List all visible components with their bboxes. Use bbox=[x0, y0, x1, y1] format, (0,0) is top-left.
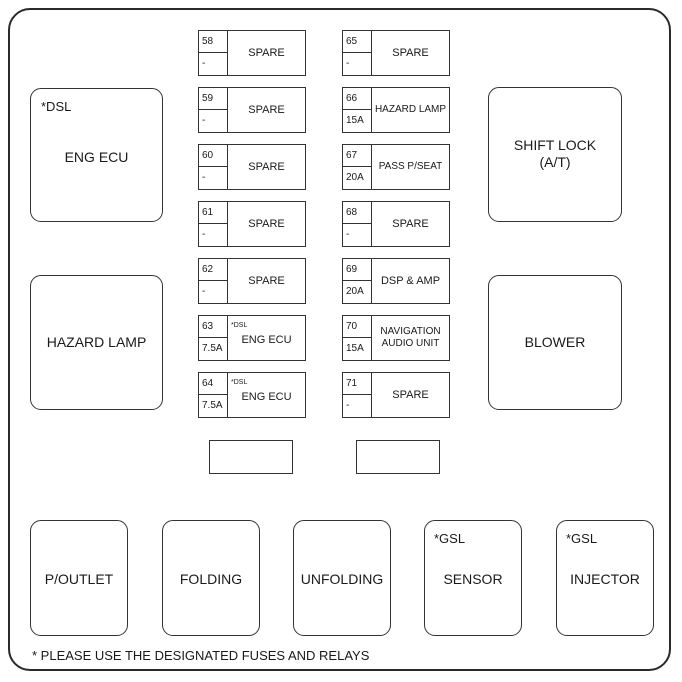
fuse-60: 60 - SPARE bbox=[198, 144, 306, 190]
fuse-name: PASS P/SEAT bbox=[378, 161, 443, 172]
relay-label: HAZARD LAMP bbox=[46, 334, 147, 350]
fuse-name: ENG ECU bbox=[241, 391, 292, 403]
fuse-69: 69 20A DSP & AMP bbox=[342, 258, 450, 304]
relay-label: SHIFT LOCK bbox=[513, 137, 597, 153]
fuse-note: *DSL bbox=[231, 322, 248, 329]
relay-eng-ecu: *DSL ENG ECU bbox=[30, 88, 163, 222]
fuse-name: SPARE bbox=[248, 161, 285, 173]
relay-folding: FOLDING bbox=[162, 520, 260, 636]
fuse-box-panel bbox=[8, 8, 671, 671]
relay-label: FOLDING bbox=[179, 571, 243, 587]
relay-label: UNFOLDING bbox=[300, 571, 384, 587]
fuse-number: 71 bbox=[343, 373, 372, 395]
empty-slot-left bbox=[209, 440, 293, 474]
fuse-61: 61 - SPARE bbox=[198, 201, 306, 247]
fuse-amperage: - bbox=[343, 395, 372, 417]
fuse-amperage: 15A bbox=[343, 110, 372, 132]
fuse-name: SPARE bbox=[392, 47, 429, 59]
relay-p-outlet: P/OUTLET bbox=[30, 520, 128, 636]
fuse-amperage: - bbox=[199, 281, 228, 303]
fuse-name: SPARE bbox=[392, 389, 429, 401]
relay-sensor: *GSL SENSOR bbox=[424, 520, 522, 636]
fuse-name: ENG ECU bbox=[241, 334, 292, 346]
fuse-70: 70 15A NAVIGATION AUDIO UNIT bbox=[342, 315, 450, 361]
fuse-number: 62 bbox=[199, 259, 228, 281]
fuse-number: 58 bbox=[199, 31, 228, 53]
fuse-71: 71 - SPARE bbox=[342, 372, 450, 418]
fuse-number: 61 bbox=[199, 202, 228, 224]
relay-label: P/OUTLET bbox=[44, 571, 114, 587]
relay-note: *GSL bbox=[566, 531, 598, 546]
fuse-number: 69 bbox=[343, 259, 372, 281]
relay-hazard-lamp: HAZARD LAMP bbox=[30, 275, 163, 410]
fuse-amperage: 20A bbox=[343, 167, 372, 189]
fuse-58: 58 - SPARE bbox=[198, 30, 306, 76]
relay-label: ENG ECU bbox=[64, 149, 129, 165]
fuse-number: 66 bbox=[343, 88, 372, 110]
fuse-name-line2: AUDIO UNIT bbox=[381, 338, 440, 349]
fuse-name: DSP & AMP bbox=[380, 275, 441, 287]
fuse-64: 64 7.5A *DSL ENG ECU bbox=[198, 372, 306, 418]
fuse-68: 68 - SPARE bbox=[342, 201, 450, 247]
fuse-number: 59 bbox=[199, 88, 228, 110]
relay-label: BLOWER bbox=[524, 334, 586, 350]
fuse-note: *DSL bbox=[231, 379, 248, 386]
fuse-name: SPARE bbox=[392, 218, 429, 230]
relay-injector: *GSL INJECTOR bbox=[556, 520, 654, 636]
fuse-67: 67 20A PASS P/SEAT bbox=[342, 144, 450, 190]
relay-label: SENSOR bbox=[443, 571, 503, 587]
fuse-amperage: - bbox=[343, 53, 372, 75]
fuse-name: SPARE bbox=[248, 218, 285, 230]
fuse-amperage: - bbox=[199, 110, 228, 132]
relay-blower: BLOWER bbox=[488, 275, 622, 410]
fuse-amperage: 7.5A bbox=[199, 395, 228, 417]
fuse-name: SPARE bbox=[248, 47, 285, 59]
relay-label: INJECTOR bbox=[570, 571, 640, 587]
fuse-number: 65 bbox=[343, 31, 372, 53]
fuse-amperage: - bbox=[343, 224, 372, 246]
fuse-65: 65 - SPARE bbox=[342, 30, 450, 76]
fuse-59: 59 - SPARE bbox=[198, 87, 306, 133]
fuse-amperage: 15A bbox=[343, 338, 372, 360]
fuse-amperage: 7.5A bbox=[199, 338, 228, 360]
fuse-number: 68 bbox=[343, 202, 372, 224]
relay-note: *DSL bbox=[41, 99, 72, 114]
relay-note: *GSL bbox=[434, 531, 466, 546]
fuse-name: HAZARD LAMP bbox=[374, 104, 447, 115]
footnote: * PLEASE USE THE DESIGNATED FUSES AND RE… bbox=[32, 648, 370, 663]
fuse-name: NAVIGATION bbox=[380, 326, 441, 337]
fuse-number: 63 bbox=[199, 316, 228, 338]
fuse-number: 60 bbox=[199, 145, 228, 167]
fuse-name: SPARE bbox=[248, 275, 285, 287]
fuse-amperage: - bbox=[199, 167, 228, 189]
relay-shift-lock: SHIFT LOCK (A/T) bbox=[488, 87, 622, 222]
fuse-amperage: - bbox=[199, 53, 228, 75]
fuse-number: 67 bbox=[343, 145, 372, 167]
fuse-number: 70 bbox=[343, 316, 372, 338]
fuse-amperage: - bbox=[199, 224, 228, 246]
fuse-amperage: 20A bbox=[343, 281, 372, 303]
fuse-62: 62 - SPARE bbox=[198, 258, 306, 304]
fuse-63: 63 7.5A *DSL ENG ECU bbox=[198, 315, 306, 361]
relay-unfolding: UNFOLDING bbox=[293, 520, 391, 636]
relay-label-sub: (A/T) bbox=[539, 154, 571, 170]
fuse-number: 64 bbox=[199, 373, 228, 395]
empty-slot-right bbox=[356, 440, 440, 474]
fuse-66: 66 15A HAZARD LAMP bbox=[342, 87, 450, 133]
fuse-name: SPARE bbox=[248, 104, 285, 116]
